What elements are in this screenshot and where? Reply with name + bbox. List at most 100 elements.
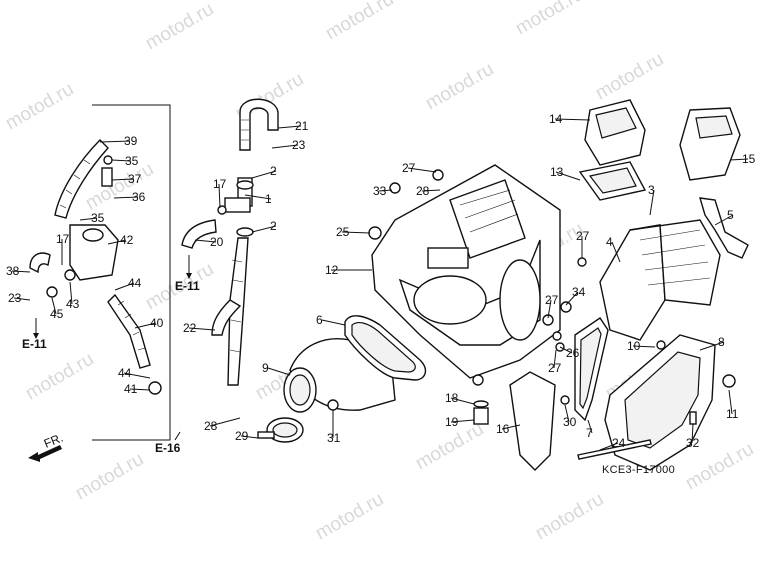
leader-line — [251, 225, 277, 233]
callout-27: 27 — [402, 161, 416, 175]
watermark-text: motod.ru — [322, 0, 397, 44]
leader-line — [649, 189, 655, 216]
callout-33: 33 — [373, 184, 387, 198]
leader-line — [555, 171, 581, 181]
leader-line — [341, 231, 371, 234]
leader-line — [13, 297, 31, 301]
callout-30: 30 — [563, 415, 577, 429]
callout-27: 27 — [576, 229, 590, 243]
air-cleaner-housing — [368, 164, 561, 425]
leader-line — [194, 239, 217, 243]
callout-42: 42 — [120, 233, 134, 247]
callout-45: 45 — [50, 307, 64, 321]
section-ref-e16: E-16 — [155, 441, 181, 455]
leader-line — [421, 189, 441, 192]
callout-16: 16 — [496, 422, 510, 436]
watermark-text: motod.ru — [72, 449, 147, 505]
leader-line — [728, 389, 733, 415]
callout-23: 23 — [292, 138, 306, 152]
leader-line — [240, 435, 259, 439]
leader-line — [632, 345, 656, 348]
leader-line — [123, 372, 151, 379]
left-subassembly-bracket — [92, 104, 171, 441]
leader-line — [111, 178, 135, 181]
leader-line — [587, 419, 593, 434]
callout-34: 34 — [572, 285, 586, 299]
callout-17: 17 — [56, 232, 70, 246]
callout-31: 31 — [327, 431, 341, 445]
callout-36: 36 — [132, 190, 146, 204]
watermark-text: motod.ru — [142, 0, 217, 54]
callout-labels: 1223456789101112131415161717181920212223… — [6, 112, 756, 450]
leader-line — [244, 194, 272, 200]
callout-8: 8 — [718, 335, 725, 349]
front-direction-arrow — [28, 445, 62, 462]
leader-line — [554, 118, 591, 121]
leader-line — [564, 404, 570, 423]
leader-line — [129, 388, 151, 391]
callout-5: 5 — [727, 208, 734, 222]
leader-line — [134, 322, 157, 329]
leader-line — [501, 424, 521, 430]
leader-line — [611, 241, 621, 263]
diagram-code: KCE3-F17000 — [602, 464, 675, 476]
leader-line — [267, 367, 291, 376]
fasteners — [542, 257, 652, 460]
leader-line — [271, 144, 299, 149]
callout-13: 13 — [550, 165, 564, 179]
front-label: FR. — [42, 431, 65, 451]
watermark-text: motod.ru — [532, 489, 607, 545]
section-ref-e11-mid: E-11 — [175, 279, 200, 293]
callout-9: 9 — [262, 361, 269, 375]
callout-3: 3 — [648, 183, 655, 197]
section-references: E-11 E-11 E-16 — [22, 255, 200, 455]
leader-line — [188, 327, 216, 331]
callout-28: 28 — [204, 419, 218, 433]
housing-seal — [344, 315, 427, 381]
callout-41: 41 — [124, 382, 138, 396]
callout-26: 26 — [566, 346, 580, 360]
callout-25: 25 — [336, 225, 350, 239]
callout-7: 7 — [586, 426, 593, 440]
leader-line — [209, 417, 241, 427]
callout-21: 21 — [295, 119, 309, 133]
leader-line — [699, 341, 725, 351]
callout-12: 12 — [325, 263, 339, 277]
watermark-text: motod.ru — [312, 489, 387, 545]
callout-27: 27 — [545, 293, 559, 307]
leader-line — [218, 183, 221, 209]
watermark-text: motod.ru — [22, 349, 97, 405]
callout-24: 24 — [612, 436, 626, 450]
leader-line — [11, 270, 31, 273]
callout-28: 28 — [416, 184, 430, 198]
leader-line — [378, 189, 393, 192]
callout-37: 37 — [128, 172, 142, 186]
leader-lines — [11, 118, 749, 451]
watermark-text: motod.ru — [512, 0, 587, 39]
leader-line — [113, 196, 139, 199]
leader-line — [69, 281, 73, 305]
leader-line — [729, 158, 749, 161]
cover-seal — [574, 317, 609, 422]
leader-line — [547, 299, 552, 319]
leader-line — [114, 282, 135, 291]
callout-43: 43 — [66, 297, 80, 311]
leader-line — [559, 346, 573, 354]
callout-35: 35 — [91, 211, 105, 225]
callout-17: 17 — [213, 177, 227, 191]
watermark-text: motod.ru — [422, 59, 497, 115]
callout-38: 38 — [6, 264, 20, 278]
intake-snorkel — [578, 99, 749, 259]
callout-2: 2 — [270, 219, 277, 233]
leader-line — [565, 291, 579, 306]
callout-4: 4 — [606, 235, 613, 249]
callout-40: 40 — [150, 316, 164, 330]
callout-11: 11 — [726, 407, 739, 421]
callout-23: 23 — [8, 291, 22, 305]
callout-44: 44 — [128, 276, 142, 290]
callout-20: 20 — [210, 235, 224, 249]
callout-19: 19 — [445, 415, 459, 429]
leader-line — [714, 214, 734, 226]
callout-29: 29 — [235, 429, 249, 443]
